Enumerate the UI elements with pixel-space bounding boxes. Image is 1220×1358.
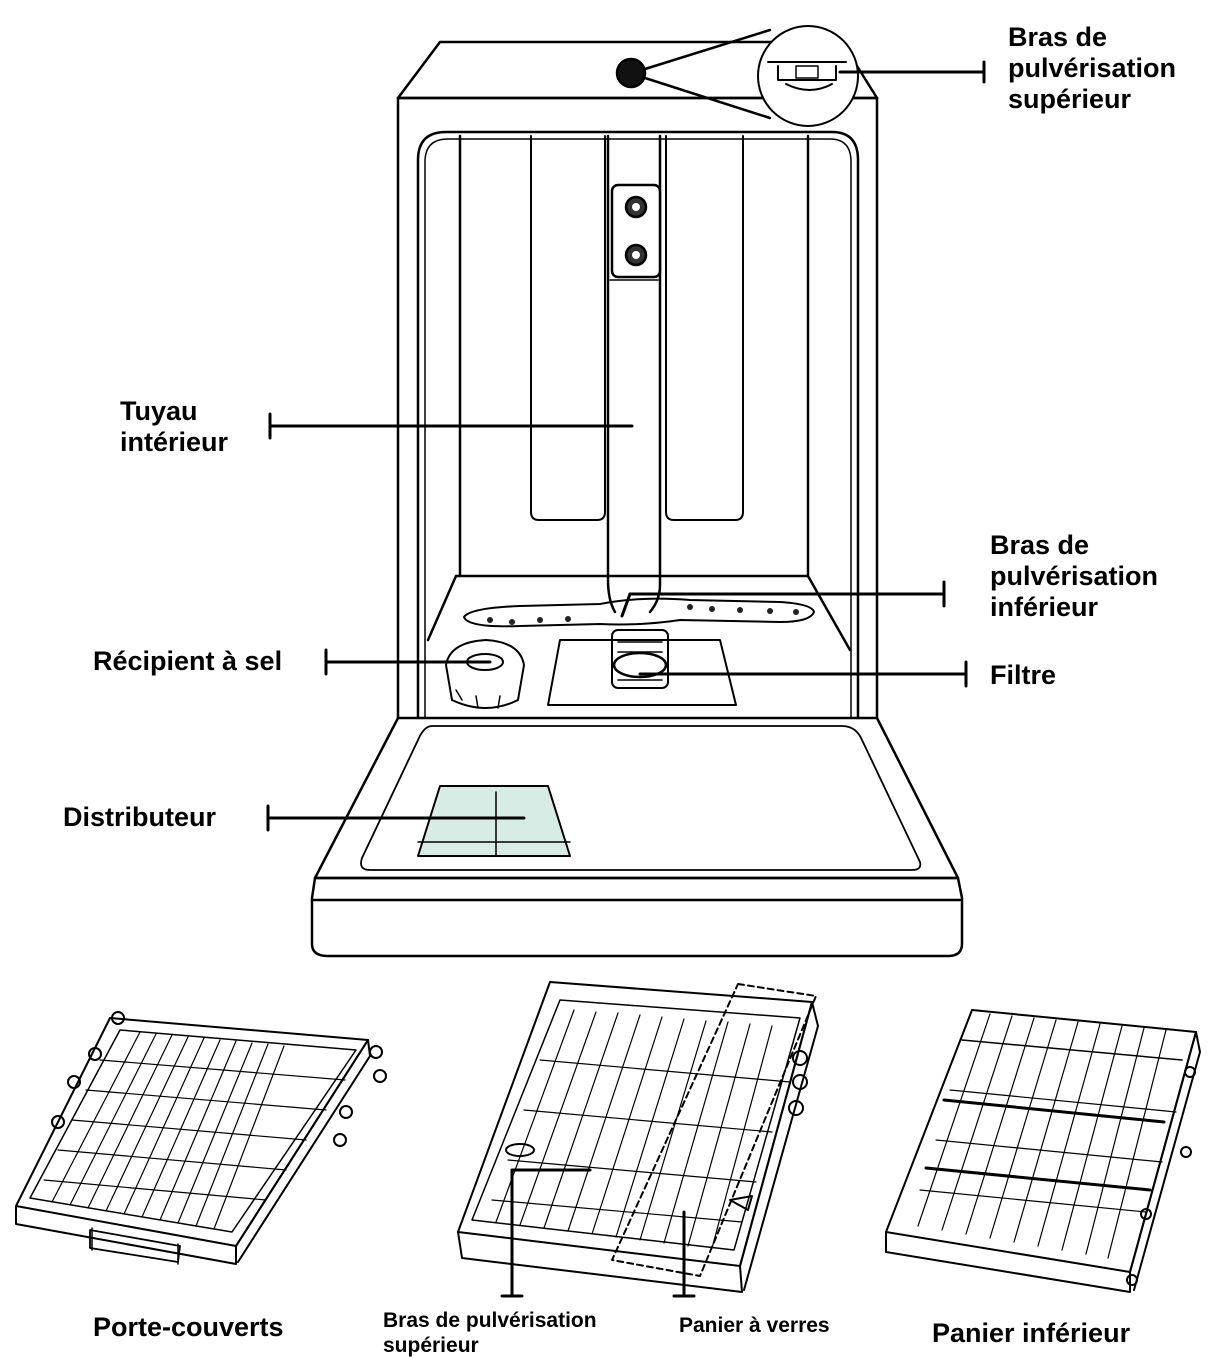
label-lower-spray-arm: Bras de pulvérisation inférieur <box>990 530 1158 623</box>
label-upper-spray-arm-line3: supérieur <box>1008 84 1132 115</box>
label-upper-spray-arm: Bras de pulvérisation supérieur <box>1008 22 1176 115</box>
lower-spray-arm <box>463 597 815 628</box>
label-inner-pipe-line1: Tuyau <box>120 396 198 426</box>
label-upper-spray-arm-basket: Bras de pulvérisation supérieur <box>383 1308 597 1358</box>
dishwasher-door <box>310 716 964 958</box>
label-upper-spray-arm-line1: Bras de <box>1008 22 1108 52</box>
label-inner-pipe: Tuyau intérieur <box>120 396 228 458</box>
cutlery-rack <box>15 1011 387 1265</box>
label-lower-basket: Panier inférieur <box>932 1318 1131 1348</box>
label-upper-spray-arm-basket-line2: supérieur <box>383 1334 479 1358</box>
filter <box>547 629 737 706</box>
dispenser <box>417 785 571 857</box>
inner-pipe <box>606 134 662 614</box>
label-upper-spray-arm-line2: pulvérisation <box>1008 53 1177 84</box>
dishwasher-body <box>396 40 879 720</box>
label-glass-basket: Panier à verres <box>679 1314 830 1337</box>
label-lower-spray-arm-line1: Bras de <box>990 530 1090 560</box>
label-filter: Filtre <box>990 660 1057 690</box>
label-upper-spray-arm-basket-line1: Bras de pulvérisation <box>383 1309 597 1332</box>
upper-spray-arm-callout <box>615 25 859 127</box>
lower-basket <box>885 1009 1201 1293</box>
label-cutlery-rack: Porte-couverts <box>93 1312 284 1342</box>
upper-basket <box>457 981 819 1293</box>
basket-leader-lines <box>500 1168 696 1298</box>
leader-lines <box>266 60 986 832</box>
label-inner-pipe-line2: intérieur <box>120 427 229 458</box>
label-lower-spray-arm-line2: pulvérisation <box>990 561 1159 592</box>
salt-container <box>445 639 525 709</box>
label-lower-spray-arm-line3: inférieur <box>990 592 1099 623</box>
label-dispenser: Distributeur <box>63 802 217 832</box>
label-salt-container: Récipient à sel <box>93 646 283 676</box>
